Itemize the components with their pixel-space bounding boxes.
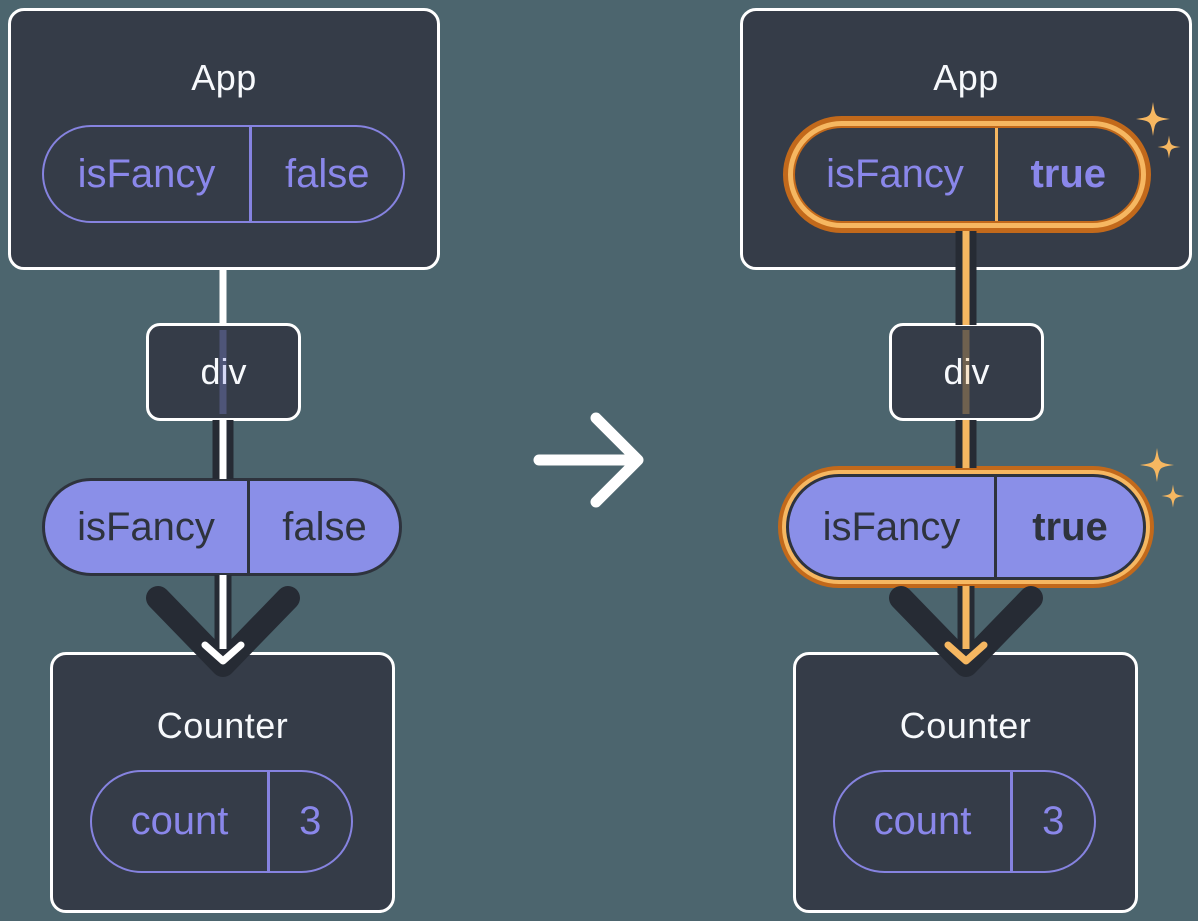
prop-name: isFancy [77, 504, 215, 549]
counter-card-after: Counter count 3 [793, 652, 1138, 913]
pill-divider [994, 477, 997, 577]
app-title: App [191, 57, 257, 98]
counter-title: Counter [899, 705, 1032, 746]
prop-name: isFancy [77, 151, 216, 196]
state-pill-after: count 3 [833, 770, 1096, 873]
app-card-before: App isFancy false [8, 8, 440, 270]
passed-prop-pill-before: isFancy false [42, 478, 402, 576]
prop-value: true [1032, 504, 1108, 549]
prop-value: true [1030, 152, 1107, 196]
div-node-before: div [146, 323, 301, 421]
state-pill-before: count 3 [90, 770, 353, 873]
app-title: App [933, 57, 999, 98]
state-value: 3 [1042, 799, 1065, 843]
prop-value: false [285, 151, 370, 196]
pill-divider [995, 128, 998, 221]
app-prop-pill-after: isFancy true [793, 126, 1141, 223]
counter-title: Counter [156, 705, 289, 746]
prop-name: isFancy [826, 152, 964, 196]
sparkle-icon [1140, 448, 1174, 482]
pill-divider [247, 481, 250, 573]
state-value: 3 [299, 799, 322, 843]
highlight-ring: isFancy true [778, 466, 1154, 588]
pill-divider [1010, 772, 1013, 871]
transition-arrow-icon [533, 412, 644, 508]
div-label: div [200, 351, 247, 392]
highlight-ring: isFancy true [783, 116, 1151, 233]
prop-name: isFancy [822, 504, 961, 549]
pill-divider [267, 772, 270, 871]
passed-prop-pill-after: isFancy true [786, 474, 1146, 580]
div-node-after: div [889, 323, 1044, 421]
app-prop-pill-before: isFancy false [42, 125, 405, 223]
prop-value: false [282, 504, 367, 549]
div-label: div [943, 351, 990, 392]
sparkle-icon [1161, 484, 1185, 508]
counter-card-before: Counter count 3 [50, 652, 395, 913]
state-name: count [130, 799, 229, 843]
pill-divider [249, 127, 252, 221]
state-name: count [873, 799, 972, 843]
